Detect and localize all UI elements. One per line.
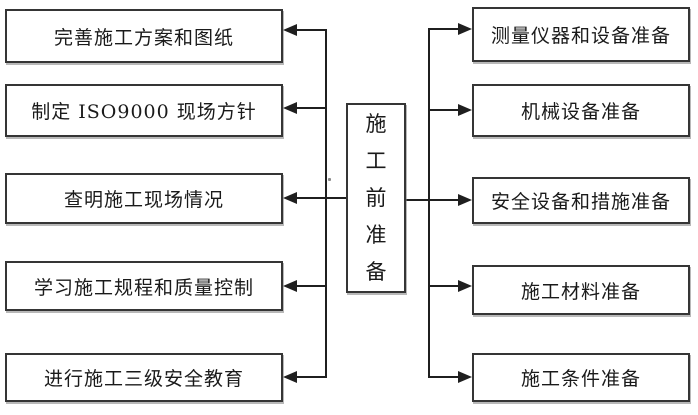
flow-box-left-3: 查明施工现场情况 [5,173,283,224]
flow-box-left-3-label: 查明施工现场情况 [63,189,224,211]
arrowhead-left-2 [283,102,297,114]
flow-box-right-1: 测量仪器和设备准备 [472,7,690,62]
flow-box-center: 施工前准备 [346,103,406,293]
right-spine-line [428,28,430,378]
connector-right-1 [428,28,460,30]
flow-box-right-1-label: 测量仪器和设备准备 [490,25,671,47]
flow-box-left-1: 完善施工方案和图纸 [5,9,283,63]
flow-box-left-4: 学习施工规程和质量控制 [5,261,283,311]
arrowhead-right-5 [458,371,472,383]
arrowhead-right-1 [458,23,472,35]
flow-box-right-2-label: 机械设备准备 [520,101,641,123]
flow-box-right-5-label: 施工条件准备 [520,368,641,390]
connector-left-1 [290,29,327,31]
flow-box-right-3: 安全设备和措施准备 [472,177,690,224]
connector-left-3 [290,197,346,199]
arrowhead-right-4 [458,280,472,292]
flow-box-right-4-label: 施工材料准备 [520,280,641,303]
flow-box-left-5-label: 进行施工三级安全教育 [43,368,244,390]
arrowhead-left-5 [283,371,297,383]
connector-left-4 [290,285,327,287]
arrowhead-left-1 [283,24,297,36]
flow-box-right-3-label: 安全设备和措施准备 [490,191,671,213]
flow-box-right-4: 施工材料准备 [472,265,690,315]
connector-right-5 [428,376,460,378]
flow-box-left-1-label: 完善施工方案和图纸 [53,26,234,49]
flow-box-left-5: 进行施工三级安全教育 [5,353,283,402]
flow-box-right-5: 施工条件准备 [472,353,690,402]
flow-box-center-label: 施工前准备 [365,111,387,284]
flow-box-right-2: 机械设备准备 [472,84,690,137]
stray-mark [328,178,331,181]
connector-left-2 [290,107,327,109]
arrowhead-left-4 [283,280,297,292]
arrowhead-right-3 [458,194,472,206]
connector-right-4 [428,285,460,287]
connector-right-2 [428,109,460,111]
flow-box-left-2: 制定 ISO9000 现场方针 [5,84,283,137]
left-spine-line [325,29,327,378]
flow-box-left-2-label: 制定 ISO9000 现场方针 [31,101,257,123]
arrowhead-left-3 [283,192,297,204]
connector-left-5 [290,376,327,378]
flow-box-left-4-label: 学习施工规程和质量控制 [33,276,254,299]
connector-right-3 [404,199,460,201]
arrowhead-right-2 [458,104,472,116]
